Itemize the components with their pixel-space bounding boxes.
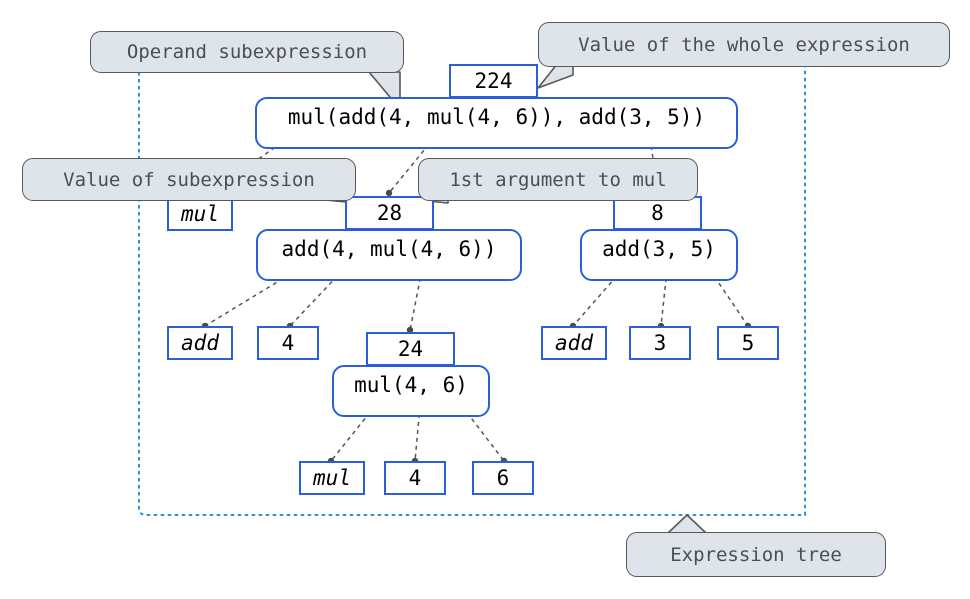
root-expression-node[interactable]: mul(add(4, mul(4, 6)), add(3, 5)) bbox=[255, 97, 738, 149]
inner-value-box[interactable]: 24 bbox=[366, 332, 455, 366]
inner-subexpression-node[interactable]: mul(4, 6) bbox=[332, 365, 490, 417]
callout-operand-subexpression: Operand subexpression bbox=[90, 31, 404, 73]
callout-expression-tree: Expression tree bbox=[626, 532, 886, 577]
left-subexpression-node[interactable]: add(4, mul(4, 6)) bbox=[256, 229, 522, 281]
expression-tree-callout-tail bbox=[667, 514, 707, 534]
leaf-right-operator[interactable]: add bbox=[541, 326, 607, 360]
callout-value-of-subexpression: Value of subexpression bbox=[22, 158, 356, 201]
callout-first-argument-to-mul: 1st argument to mul bbox=[418, 158, 698, 201]
leaf-left-operator[interactable]: add bbox=[167, 326, 233, 360]
right-subexpression-node[interactable]: add(3, 5) bbox=[580, 229, 738, 281]
inner-subexpression-text: mul(4, 6) bbox=[354, 373, 468, 397]
leaf-inner-arg1[interactable]: 4 bbox=[384, 461, 446, 495]
left-subexpression-text: add(4, mul(4, 6)) bbox=[281, 237, 497, 261]
callout-whole-expression-value: Value of the whole expression bbox=[538, 22, 950, 67]
leaf-root-operator[interactable]: mul bbox=[167, 197, 233, 231]
leaf-right-arg2[interactable]: 5 bbox=[717, 326, 779, 360]
leaf-left-arg1[interactable]: 4 bbox=[257, 326, 319, 360]
left-value-box[interactable]: 28 bbox=[345, 196, 434, 230]
leaf-inner-arg2[interactable]: 6 bbox=[472, 461, 534, 495]
leaf-right-arg1[interactable]: 3 bbox=[629, 326, 691, 360]
root-expression-text: mul(add(4, mul(4, 6)), add(3, 5)) bbox=[287, 105, 706, 129]
right-value-box[interactable]: 8 bbox=[613, 196, 702, 230]
root-value-box[interactable]: 224 bbox=[449, 64, 538, 98]
right-subexpression-text: add(3, 5) bbox=[602, 237, 716, 261]
leaf-inner-operator[interactable]: mul bbox=[299, 461, 365, 495]
